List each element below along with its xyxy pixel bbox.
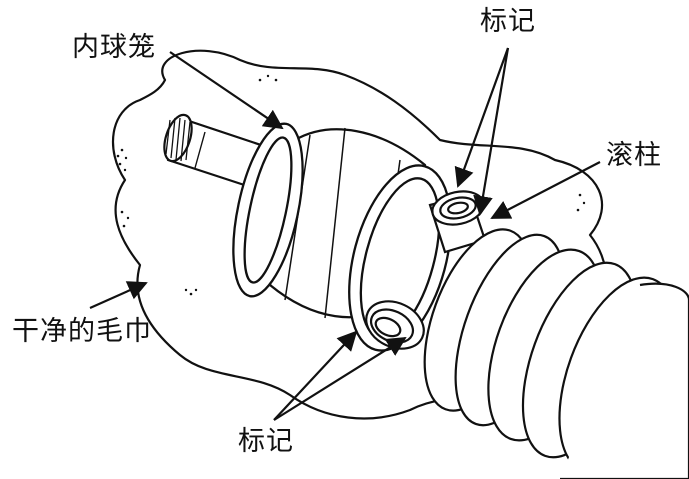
arrow-roller: [490, 161, 601, 219]
label-clean-towel: 干净的毛巾: [12, 316, 152, 347]
label-inner-cage: 内球笼: [72, 32, 156, 63]
arrow-mark-bottom-right: [273, 336, 407, 421]
arrow-mark-top-right: [473, 47, 510, 216]
label-roller: 滚柱: [606, 140, 662, 171]
callout-arrows: [89, 47, 601, 421]
label-marks-top: 标记: [480, 6, 536, 37]
arrow-towel: [89, 281, 148, 310]
label-marks-bottom: 标记: [238, 426, 294, 457]
arrow-mark-bottom-left: [273, 330, 358, 421]
arrow-inner-cage: [169, 51, 284, 130]
arrow-mark-top-left: [454, 47, 510, 188]
rubber-boot: [423, 228, 689, 479]
roller-upper: [428, 190, 487, 254]
